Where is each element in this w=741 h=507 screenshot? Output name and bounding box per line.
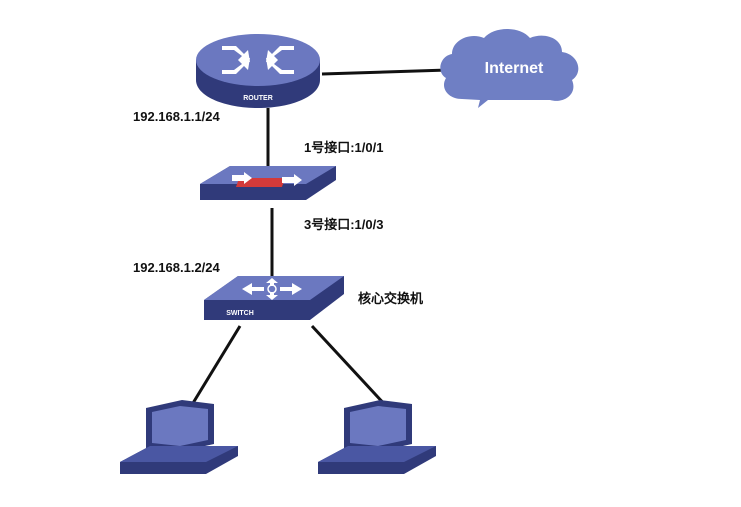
internet-label: Internet [485, 60, 544, 77]
switch-arrows-icon [242, 278, 302, 300]
switch-label: SWITCH [226, 310, 254, 317]
link-router-internet [321, 68, 449, 76]
firewall-device [200, 166, 336, 200]
links [188, 68, 449, 410]
pc-left [120, 400, 238, 474]
router-arrows-icon [222, 46, 294, 74]
link-switch-pc-right [310, 324, 390, 410]
internet-cloud: Internet [440, 29, 579, 108]
firewall-port-top-label: 1号接口:1/0/1 [304, 140, 383, 155]
firewall-port-bottom-label: 3号接口:1/0/3 [304, 217, 383, 232]
link-switch-pc-left [188, 325, 242, 409]
router-device: ROUTER [196, 34, 320, 108]
switch-ip-label: 192.168.1.2/24 [133, 260, 221, 275]
router-label: ROUTER [243, 95, 273, 102]
core-switch-device: SWITCH [204, 276, 344, 320]
firewall-arrow-icon [232, 172, 302, 186]
pc-right [318, 400, 436, 474]
switch-name-label: 核心交换机 [358, 291, 423, 306]
router-ip-label: 192.168.1.1/24 [133, 109, 221, 124]
